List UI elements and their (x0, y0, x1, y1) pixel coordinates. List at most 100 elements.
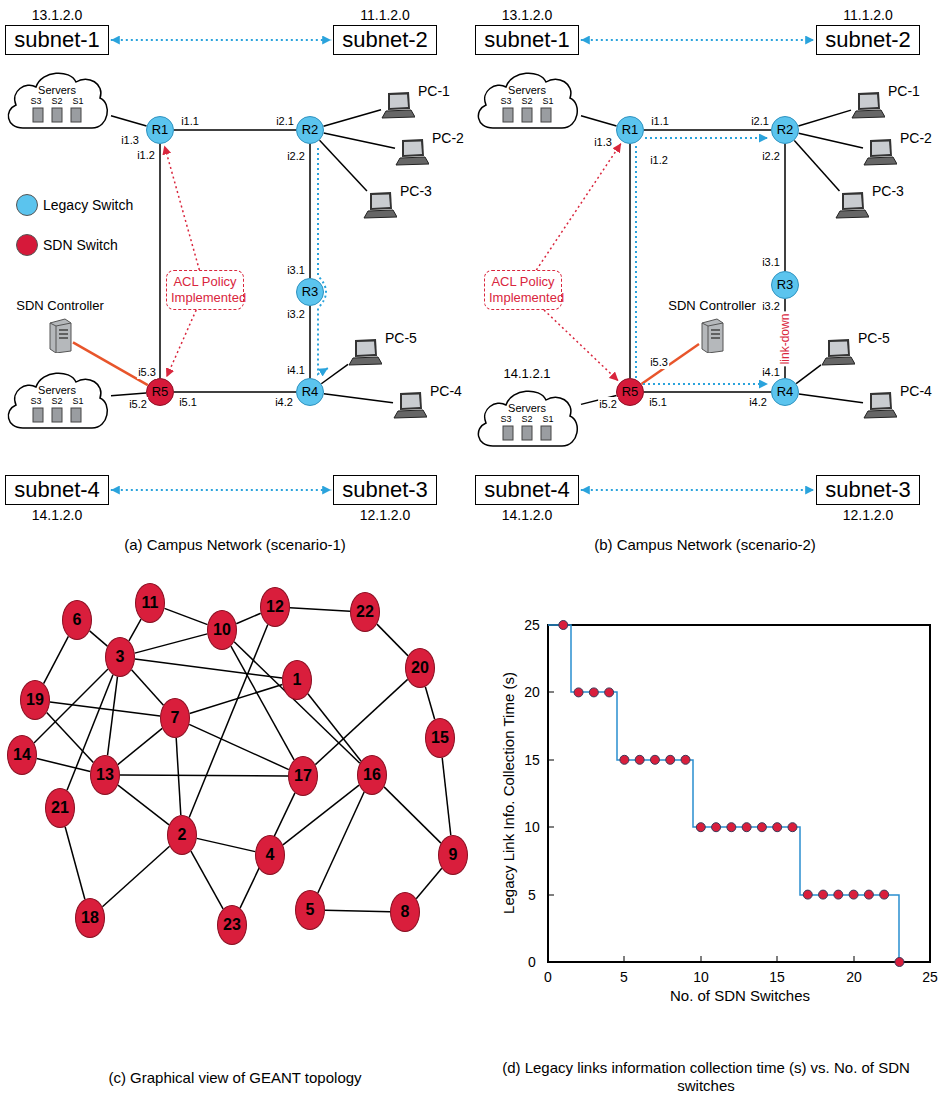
subnet-address: 11.1.2.0 (843, 6, 893, 24)
link-line (44, 636, 69, 683)
legend-text: SDN Switch (43, 237, 118, 253)
server-name: S3 (30, 96, 41, 107)
node-number: 1 (293, 671, 302, 689)
data-point (819, 890, 828, 899)
subnet-box: subnet-414.1.2.0 (5, 475, 109, 525)
link-line (796, 365, 821, 384)
interface-label: i3.2 (761, 299, 781, 313)
link-line (309, 306, 311, 378)
node-number: 16 (363, 766, 381, 784)
node-number: 7 (171, 709, 180, 727)
data-point (864, 890, 873, 899)
server-name: S2 (51, 396, 62, 407)
switch-label: R2 (777, 123, 794, 137)
link-line (416, 868, 442, 898)
link-line (377, 624, 408, 656)
link-line (166, 310, 196, 377)
node-number: 17 (294, 767, 312, 785)
link-line (325, 910, 390, 911)
legacy-switch: R1 (616, 116, 644, 144)
server-name: S1 (543, 414, 554, 425)
server-name: S1 (73, 396, 84, 407)
link-line (236, 613, 260, 624)
axis-text: 15 (769, 969, 785, 986)
axis-text: 25 (524, 617, 540, 634)
link-line (129, 619, 141, 641)
cloud-shape: ServersS3S2S1 (3, 66, 111, 134)
cloud-content: ServersS3S2S1 (3, 384, 111, 423)
data-point (803, 890, 812, 899)
subnet-address: 13.1.2.0 (32, 6, 83, 24)
axis-text: 5 (620, 969, 628, 986)
data-point (589, 688, 598, 697)
geant-node: 10 (207, 610, 237, 650)
node-number: 20 (411, 659, 429, 677)
subnet-address: 11.1.2.0 (360, 6, 410, 24)
sdn-switch: R5 (616, 378, 644, 406)
interface-label: i5.1 (648, 395, 668, 409)
pc-host: PC-2 (395, 138, 464, 166)
sdn-switch: R5 (146, 378, 174, 406)
link-line (190, 685, 283, 714)
subnet-label: subnet-2 (333, 25, 437, 55)
interface-label: i5.3 (649, 355, 669, 369)
laptop-icon (821, 338, 855, 366)
sdn-controller: SDN Controller (16, 298, 103, 353)
interface-label: i4.2 (748, 395, 768, 409)
server-address: 14.1.2.1 (504, 366, 551, 382)
subnet-address: 13.1.2.0 (502, 6, 553, 24)
subnet-address: 12.1.2.0 (843, 506, 894, 524)
link-line (798, 110, 851, 126)
switch-label: R5 (622, 385, 639, 399)
interface-label: i1.2 (649, 153, 669, 167)
server-title: Servers (508, 84, 546, 96)
panel-caption: (a) Campus Network (scenario-1) (124, 536, 346, 554)
interface-label: i3.2 (286, 307, 306, 321)
link-line (321, 364, 348, 383)
data-point (727, 823, 736, 832)
node-number: 4 (266, 846, 275, 864)
data-point (696, 823, 705, 832)
legacy-switch: R4 (771, 378, 799, 406)
cloud-shape: ServersS3S2S1 (473, 384, 581, 452)
link-line (111, 393, 146, 396)
node-number: 13 (96, 766, 114, 784)
link-line (324, 133, 395, 148)
pc-label: PC-3 (400, 183, 432, 199)
pc-host: PC-4 (393, 391, 462, 419)
link-line (581, 116, 617, 126)
link-line (320, 140, 367, 191)
server-row: S3S2S1 (30, 396, 83, 407)
subnet-box: subnet-312.1.2.0 (816, 475, 920, 525)
legacy-switch: R3 (296, 278, 324, 306)
data-point (788, 823, 797, 832)
legend-text: Legacy Switch (43, 197, 133, 213)
subnet-label: subnet-3 (333, 475, 437, 505)
axis-text: 5 (528, 887, 536, 904)
link-line (47, 713, 94, 763)
link-line (641, 344, 699, 384)
geant-node: 16 (357, 755, 387, 795)
panel-caption: (b) Campus Network (scenario-2) (594, 536, 816, 554)
link-line (794, 140, 839, 191)
switch-label: R3 (777, 278, 794, 292)
interface-label: i2.2 (761, 149, 781, 163)
pc-label: PC-2 (432, 130, 464, 146)
data-point (681, 755, 690, 764)
interface-label: i3.1 (761, 255, 781, 269)
legend-swatch (16, 194, 38, 216)
link-line (174, 129, 296, 131)
geant-node: 12 (260, 587, 290, 627)
geant-node: 15 (425, 718, 455, 758)
node-number: 2 (178, 826, 187, 844)
link-line (118, 785, 169, 825)
controller-label: SDN Controller (668, 298, 755, 314)
geant-node: 22 (350, 592, 380, 632)
callout-text: ACL Policy Implemented (171, 274, 239, 306)
panel-caption: (c) Graphical view of GEANT topology (108, 1069, 361, 1087)
switch-label: R3 (302, 285, 319, 299)
subnet-label: subnet-3 (816, 475, 920, 505)
interface-label: i4.2 (274, 395, 294, 409)
data-point (620, 755, 629, 764)
link-line (309, 144, 311, 278)
